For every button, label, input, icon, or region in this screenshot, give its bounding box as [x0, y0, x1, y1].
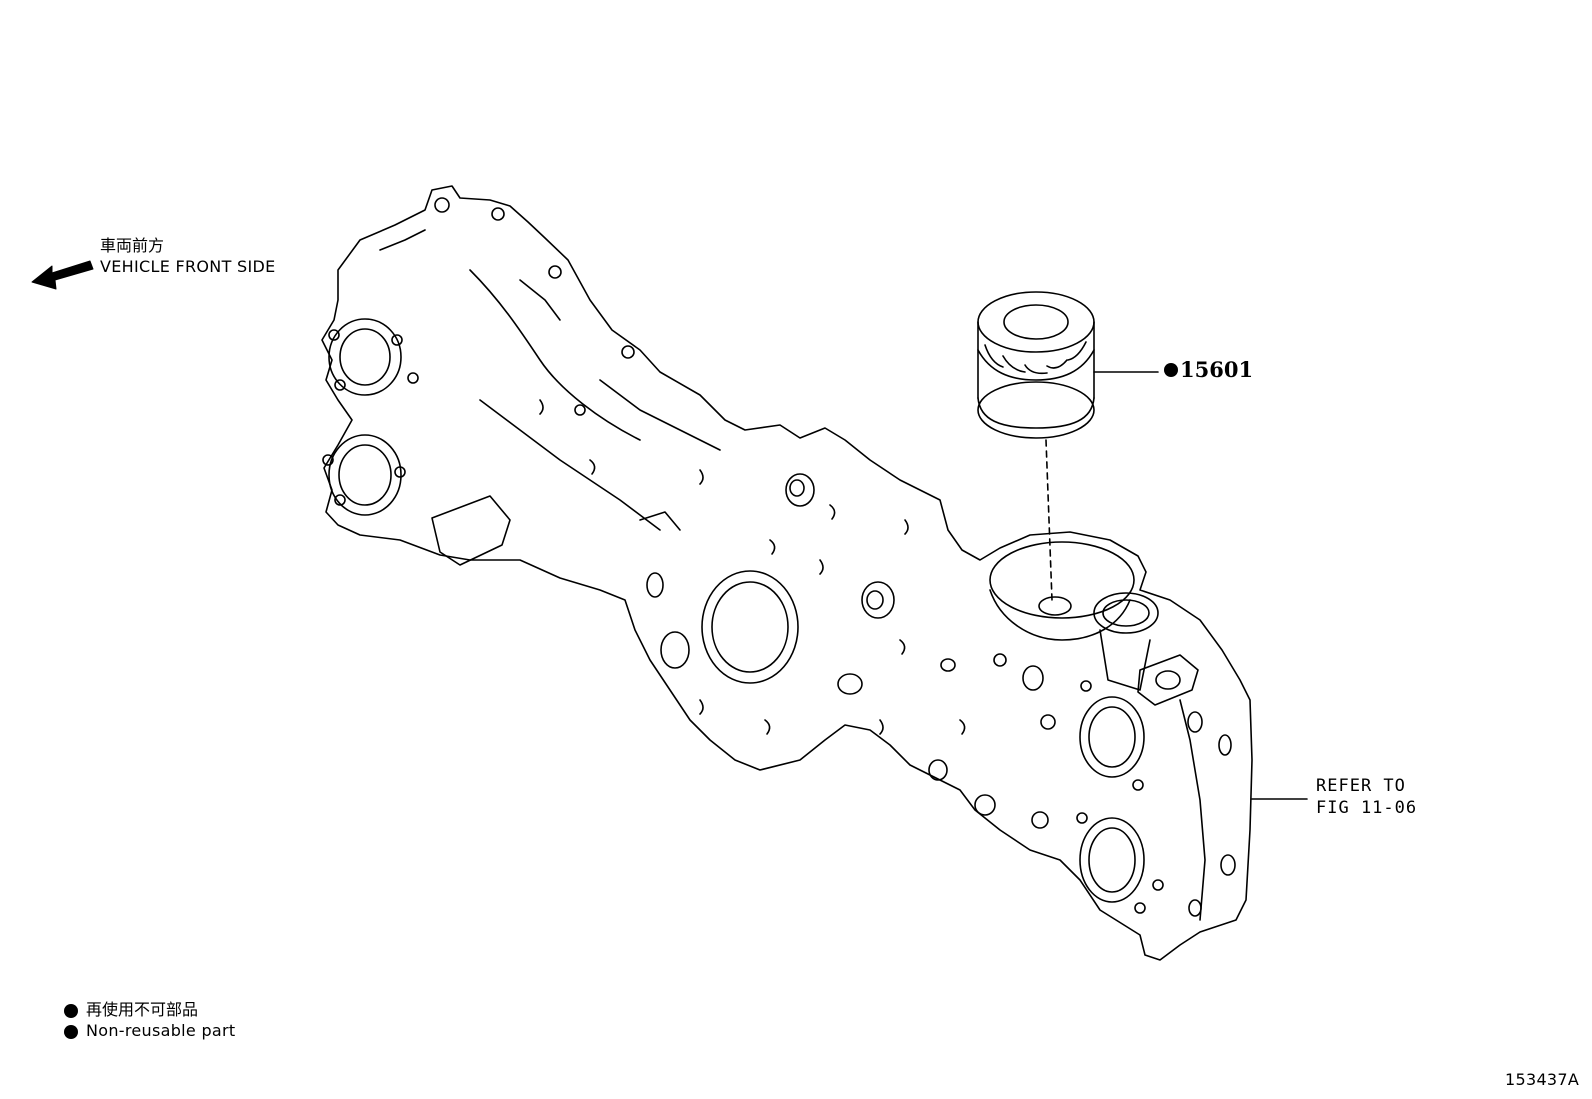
non-reusable-dot-icon — [1164, 362, 1178, 377]
legend-jp: 再使用不可部品 — [64, 996, 198, 1020]
filter-mount-axis-line — [1045, 439, 1053, 601]
oil-filter-drawing — [977, 291, 1095, 439]
vehicle-front-arrow-icon — [31, 260, 94, 290]
oil-filter-callout: 15601 — [1164, 357, 1253, 382]
legend-en: Non-reusable part — [64, 1021, 235, 1040]
vehicle-front-label-jp: 車両前方 — [100, 236, 165, 255]
refer-to-line1: REFER TO — [1316, 776, 1406, 796]
legend-dot-icon — [64, 1003, 78, 1018]
oil-filter-part-number: 15601 — [1180, 357, 1254, 382]
legend-dot-icon — [64, 1024, 78, 1039]
refer-to-line2: FIG 11-06 — [1316, 798, 1418, 818]
legend-en-text: Non-reusable part — [86, 1021, 236, 1040]
legend-jp-text: 再使用不可部品 — [86, 1000, 199, 1019]
timing-chain-cover-drawing — [321, 185, 1253, 961]
vehicle-front-label-en: VEHICLE FRONT SIDE — [100, 257, 276, 276]
figure-id: 153437A — [1505, 1070, 1580, 1089]
